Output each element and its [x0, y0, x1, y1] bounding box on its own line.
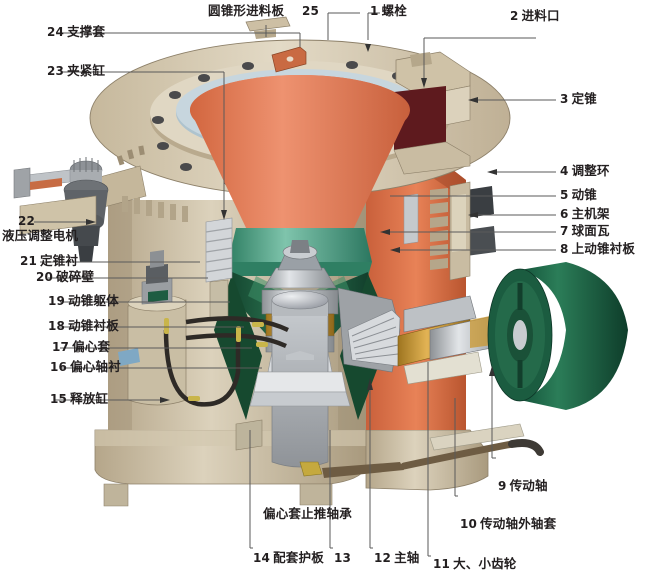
callout-25-label: 圆锥形进料板 [208, 3, 285, 18]
callout-25-number: 25 [302, 4, 320, 18]
thrust-bearing-note: 偏心套止推轴承 [263, 506, 352, 521]
callout-22-label: 液压调整电机 [2, 228, 79, 243]
callout-22-number: 22 [18, 214, 36, 228]
callout-13: 13 [334, 551, 352, 565]
